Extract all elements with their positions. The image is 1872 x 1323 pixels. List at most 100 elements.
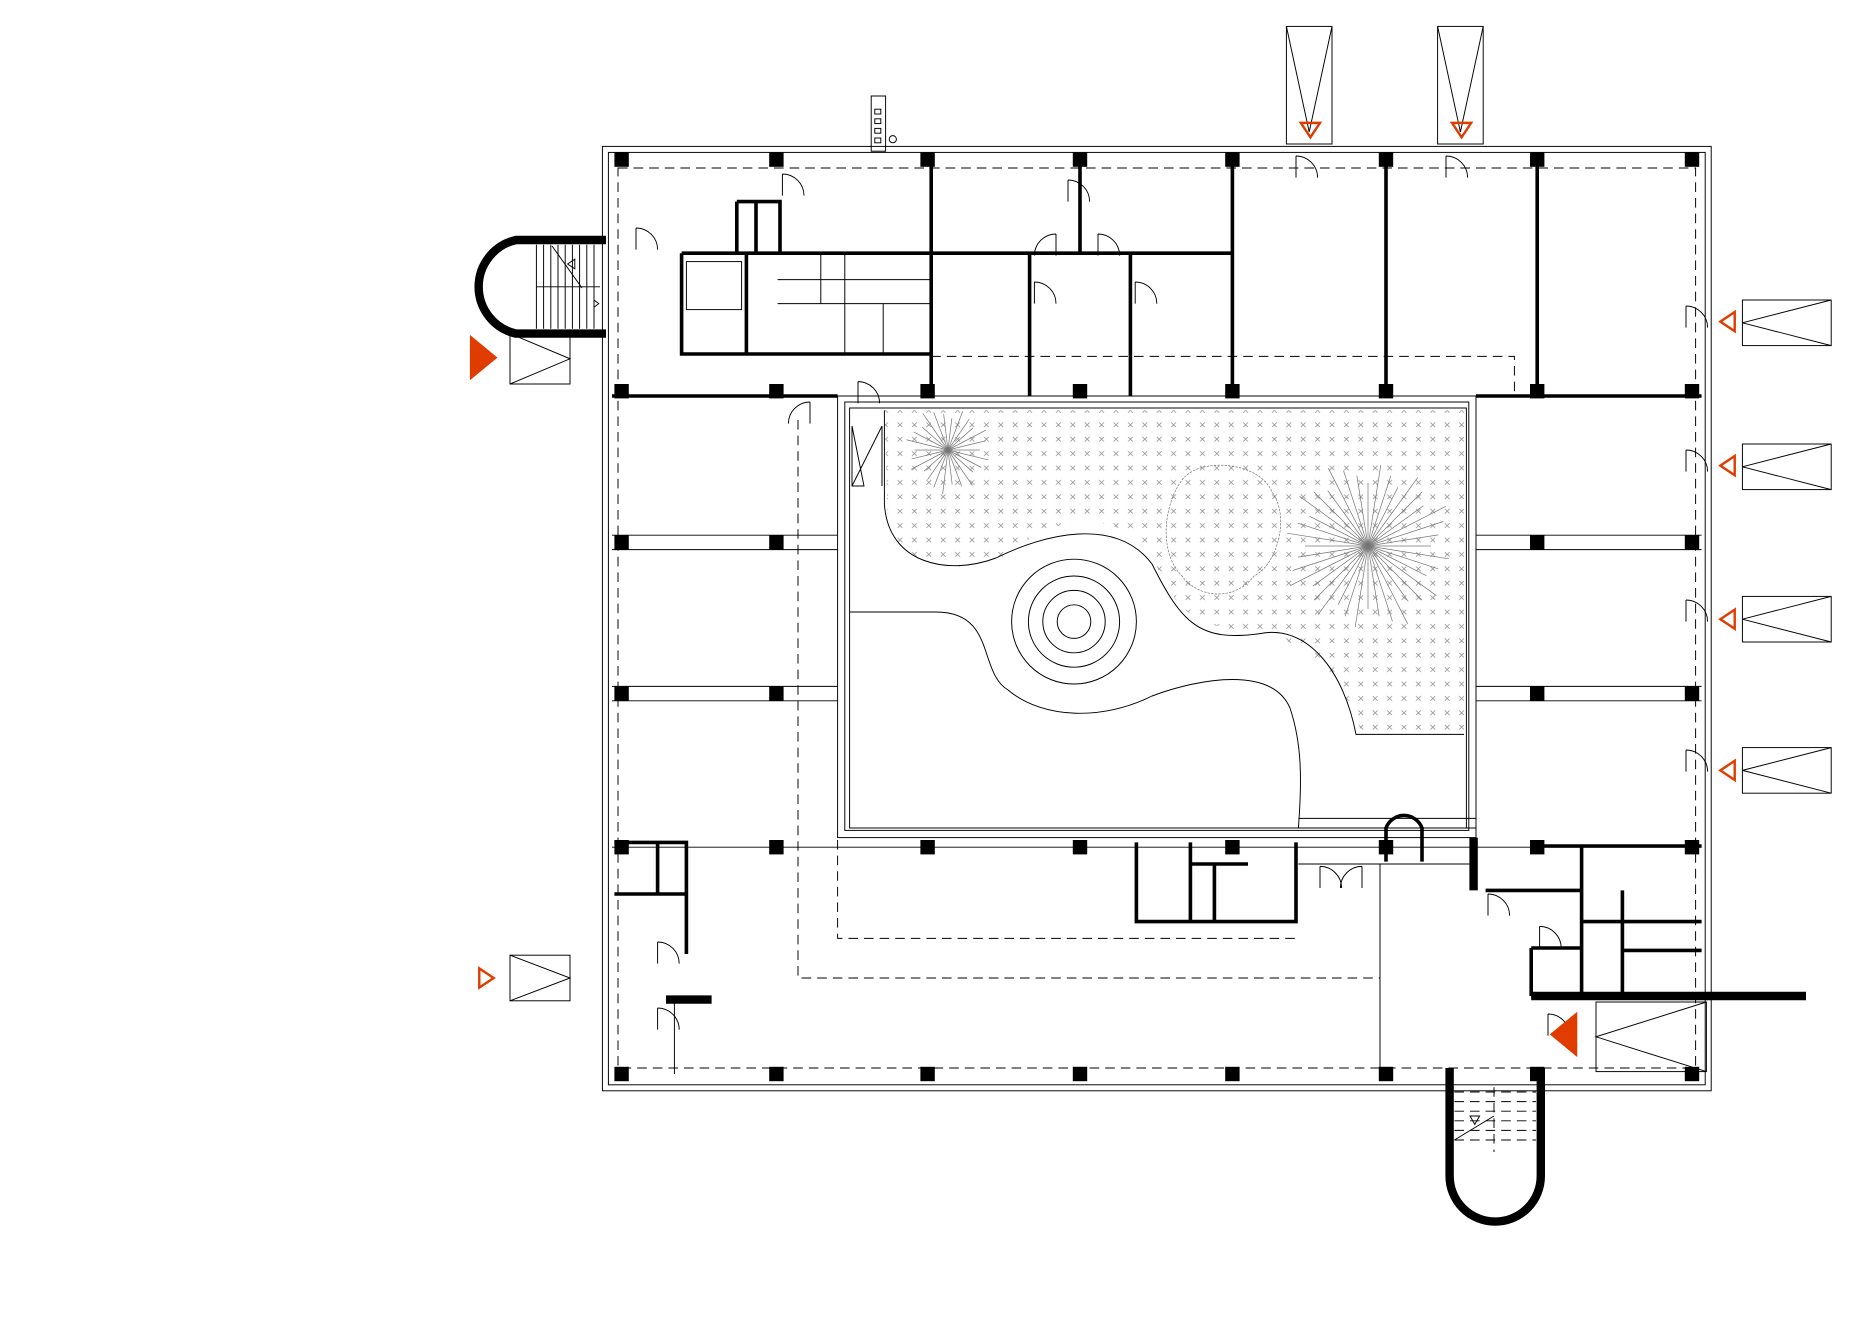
tree-branch: [1367, 545, 1393, 622]
column-icon: [769, 152, 784, 167]
tree-branch: [1287, 532, 1369, 547]
canopy-fold-lines: [1742, 443, 1832, 491]
door-swings: [635, 155, 1709, 1036]
column-icon: [1072, 152, 1088, 167]
fire-entrance-marker-icon: [478, 966, 496, 990]
tree-branch: [922, 413, 949, 451]
door-swing-icon: [1539, 925, 1562, 949]
fire-entrance-marker-icon: [1718, 453, 1736, 478]
courtyard-garden: [849, 410, 1464, 829]
column-icon: [920, 840, 935, 855]
door-swing-icon: [787, 401, 811, 424]
tree-branch: [947, 411, 964, 451]
tree-branch: [1367, 475, 1392, 547]
door-swing-icon: [1685, 599, 1709, 622]
tree-branch: [1292, 545, 1369, 571]
entrance-canopy: [509, 954, 572, 1002]
tree-branch: [1367, 521, 1444, 547]
canopy-outline: [509, 954, 571, 1002]
column-icon: [920, 384, 935, 399]
fire-entrance-marker-icon: [469, 334, 498, 381]
door-swing-icon: [657, 1007, 680, 1030]
column-icon: [1225, 152, 1240, 167]
tree-branch: [1367, 545, 1427, 577]
canopy-outline: [1437, 25, 1484, 145]
canopy-outline: [509, 333, 571, 385]
column-icon: [1225, 840, 1240, 855]
tree-branch: [913, 431, 949, 451]
fountain-icon: [1011, 558, 1137, 685]
tree-branch: [1367, 465, 1382, 547]
tree-branch: [1356, 475, 1369, 547]
column-icon: [1684, 384, 1700, 399]
tree-branch: [947, 449, 982, 468]
door-swing-icon: [1685, 305, 1709, 328]
column-icon: [1530, 152, 1545, 167]
tree-branch: [1367, 506, 1446, 547]
tree-branch: [1344, 545, 1369, 617]
tree-branch: [1367, 545, 1449, 560]
tree-branch: [947, 440, 986, 451]
tree-branch: [942, 449, 949, 494]
tree-branch: [933, 412, 949, 451]
interior-walls: [612, 159, 1806, 1074]
door-swing-icon: [1097, 233, 1121, 256]
fire-entrance-markers: [469, 121, 1736, 1058]
entrance-canopy: [509, 333, 572, 385]
tree-branch: [947, 449, 974, 473]
tree-branch: [1367, 545, 1439, 570]
column-icon: [1684, 535, 1700, 550]
tree-branch: [947, 419, 970, 451]
tree-branch: [1354, 545, 1369, 627]
column-icon: [614, 152, 629, 167]
door-swing-icon: [1067, 179, 1091, 202]
structural-columns: [614, 152, 1700, 1082]
tree-branch: [947, 449, 973, 486]
canopy-outline: [1285, 25, 1333, 145]
canopy-fold-lines: [1437, 26, 1484, 133]
canopy-fold-lines: [509, 333, 572, 385]
door-swing-icon: [1033, 281, 1057, 304]
column-icon: [769, 1066, 784, 1082]
tree-branch: [1367, 505, 1424, 547]
column-icon: [769, 384, 784, 399]
column-icon: [1684, 1066, 1700, 1082]
column-icon: [614, 1066, 629, 1082]
tree-icon: [1287, 465, 1449, 627]
entrance-canopy: [1594, 1001, 1707, 1073]
column-icon: [1378, 840, 1394, 855]
door-swing-icon: [1487, 893, 1511, 916]
tree-branch: [1367, 545, 1437, 597]
column-icon: [1684, 686, 1700, 701]
fire-entrance-marker-icon: [1718, 607, 1736, 632]
tree-branch: [947, 449, 989, 461]
entrance-canopy: [1741, 747, 1832, 794]
column-icon: [1072, 384, 1088, 399]
tree-branch: [923, 449, 949, 472]
column-icon: [614, 535, 629, 550]
column-icon: [1378, 1066, 1394, 1082]
tree-branch: [1313, 491, 1369, 547]
column-icon: [920, 1066, 935, 1082]
door-swing-icon: [657, 941, 680, 964]
fire-entrance-marker-icon: [1718, 758, 1736, 783]
column-icon: [769, 840, 784, 855]
column-icon: [769, 535, 784, 550]
canopy-fold-lines: [509, 954, 572, 1002]
tree-branch: [1367, 487, 1399, 547]
fire-entrance-marker-icon: [1549, 1011, 1578, 1058]
tree-branch: [947, 418, 953, 451]
tree-branch: [911, 449, 949, 470]
column-icon: [1684, 152, 1700, 167]
door-swing-icon: [1319, 865, 1343, 889]
tree-branch: [1299, 495, 1369, 547]
entrance-canopy: [1741, 299, 1832, 347]
tree-branch: [906, 439, 949, 451]
tree-icon: [906, 411, 989, 494]
tree-branch: [943, 414, 949, 451]
vent-shaft: [870, 95, 897, 152]
tree-branch: [1343, 470, 1369, 547]
tree-branch: [1313, 545, 1369, 601]
tree-branch: [921, 426, 949, 451]
column-icon: [1225, 384, 1240, 399]
